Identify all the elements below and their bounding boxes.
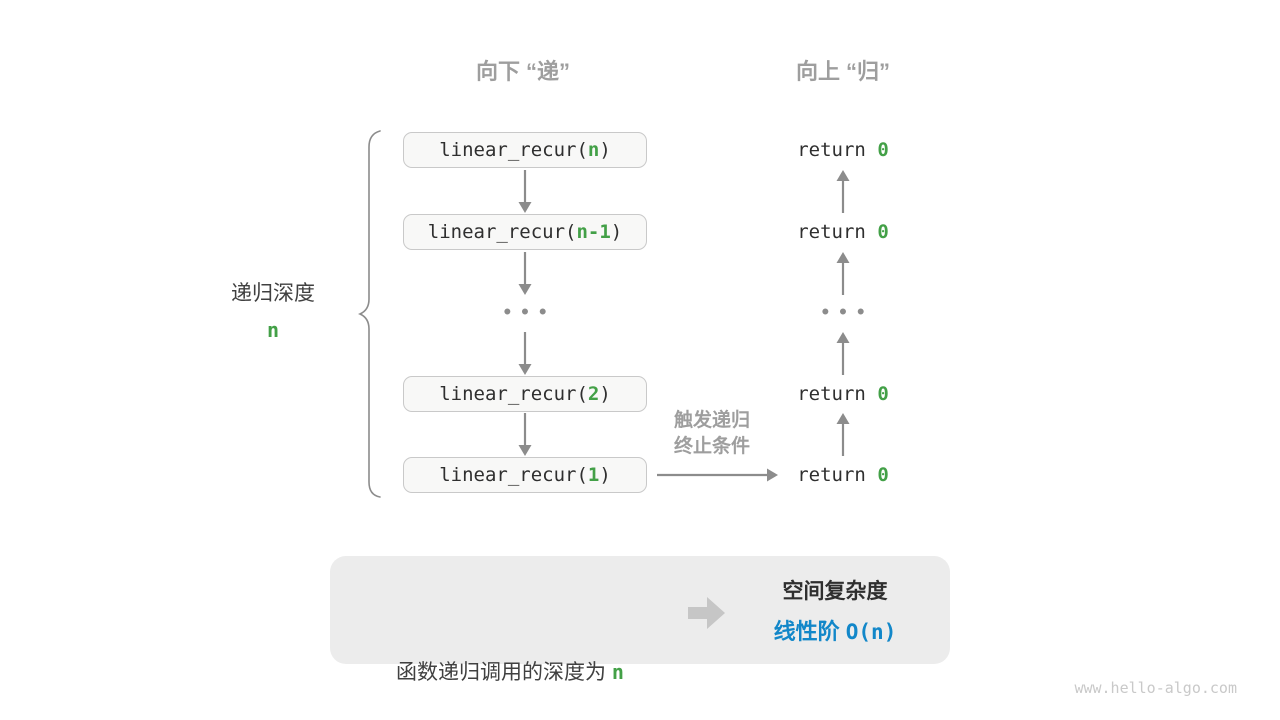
return-keyword: return bbox=[797, 383, 878, 405]
depth-brace bbox=[358, 130, 381, 498]
depth-value: n bbox=[266, 318, 280, 342]
base-case-label-line1: 触发递归 bbox=[673, 410, 750, 431]
call-arg: 2 bbox=[587, 383, 600, 405]
return-statement: return 0 bbox=[743, 219, 943, 245]
return-value: 0 bbox=[877, 139, 889, 161]
summary-result: 线性阶 O(n) bbox=[730, 612, 940, 652]
return-value: 0 bbox=[877, 221, 889, 243]
ellipsis-left: ••• bbox=[503, 299, 557, 324]
header-recurse-down: 向下 “递” bbox=[475, 59, 571, 84]
return-keyword: return bbox=[797, 139, 878, 161]
call-text: ) bbox=[599, 464, 611, 486]
summary-title: 空间复杂度 bbox=[782, 580, 888, 603]
complexity-summary-panel bbox=[330, 556, 950, 664]
ellipsis-right: ••• bbox=[821, 299, 875, 324]
call-text: linear_recur( bbox=[439, 383, 588, 405]
summary-result-text: 线性阶 bbox=[773, 619, 846, 644]
down-arrow bbox=[518, 170, 532, 213]
call-arg: n bbox=[587, 139, 600, 161]
call-text: ) bbox=[599, 139, 611, 161]
base-case-label-line2: 终止条件 bbox=[673, 436, 750, 457]
call-box-n: linear_recur(n) bbox=[403, 132, 647, 168]
summary-line1-value: n bbox=[611, 660, 624, 684]
header-return-up: 向上 “归” bbox=[795, 59, 891, 84]
return-value: 0 bbox=[877, 464, 889, 486]
return-statement: return 0 bbox=[743, 462, 943, 488]
return-keyword: return bbox=[797, 221, 878, 243]
depth-label: 递归深度 bbox=[231, 282, 315, 305]
summary-result-code: O(n) bbox=[845, 620, 897, 644]
call-arg: 1 bbox=[587, 464, 600, 486]
up-arrow bbox=[836, 413, 850, 456]
call-text: linear_recur( bbox=[439, 464, 588, 486]
call-box-n-1: linear_recur(n-1) bbox=[403, 214, 647, 250]
up-arrow bbox=[836, 170, 850, 213]
down-arrow bbox=[518, 413, 532, 456]
call-text: ) bbox=[610, 221, 623, 243]
call-text: linear_recur( bbox=[439, 139, 588, 161]
call-box-2: linear_recur(2) bbox=[403, 376, 647, 412]
summary-line1-text: 函数递归调用的深度为 bbox=[396, 661, 612, 684]
down-arrow bbox=[518, 252, 532, 295]
down-arrow bbox=[518, 332, 532, 375]
summary-line1: 函数递归调用的深度为 n bbox=[340, 652, 680, 693]
return-value: 0 bbox=[877, 383, 889, 405]
summary-conclusion: 空间复杂度 线性阶 O(n) bbox=[730, 572, 940, 652]
call-arg: n-1 bbox=[576, 221, 611, 243]
site-watermark: www.hello-algo.com bbox=[1074, 679, 1237, 697]
summary-explanation: 函数递归调用的深度为 n 共使用 O(n) 的栈帧空间 bbox=[340, 572, 680, 720]
return-statement: return 0 bbox=[743, 381, 943, 407]
return-keyword: return bbox=[797, 464, 878, 486]
call-text: ) bbox=[599, 383, 611, 405]
base-case-label: 触发递归 终止条件 bbox=[641, 408, 783, 460]
call-box-1: linear_recur(1) bbox=[403, 457, 647, 493]
up-arrow bbox=[836, 332, 850, 375]
return-statement: return 0 bbox=[743, 137, 943, 163]
up-arrow bbox=[836, 252, 850, 295]
call-text: linear_recur( bbox=[427, 221, 577, 243]
